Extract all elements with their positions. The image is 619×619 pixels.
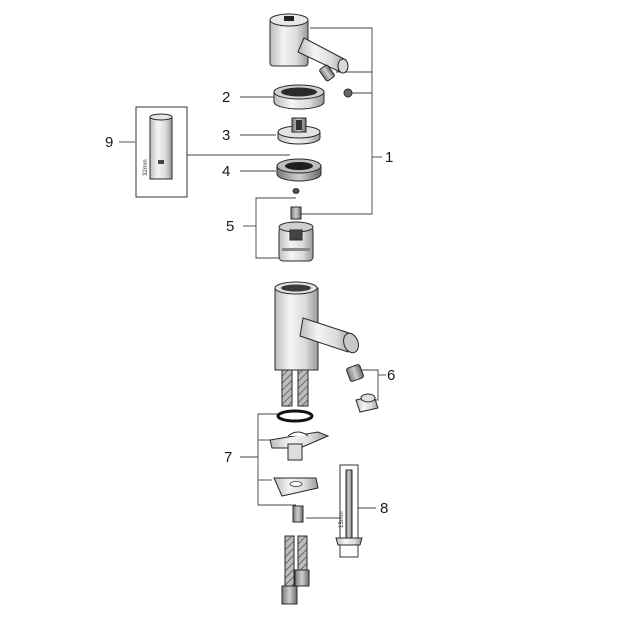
hex-key-box: 13mm: [335, 464, 363, 558]
callout-3: 3: [222, 127, 230, 144]
callout-9: 9: [105, 134, 113, 151]
mounting-kit: [269, 409, 330, 523]
adapter: [277, 117, 321, 145]
cover-ring: [273, 84, 325, 110]
socket-tool-box: 32mm: [135, 106, 188, 198]
callout-numbers: 1 2 3 4 5 6 7 8 9: [105, 89, 395, 517]
callout-8: 8: [380, 500, 388, 517]
hex-key-size-label: 13mm: [339, 511, 345, 528]
lever-handle: [269, 13, 353, 98]
aerator: [346, 364, 379, 413]
socket-size-label: 32mm: [143, 159, 149, 176]
callout-4: 4: [222, 163, 230, 180]
callout-1: 1: [385, 149, 393, 166]
cartridge: [278, 206, 314, 262]
hoses-upper: [281, 369, 309, 407]
nut-ring: [276, 158, 322, 194]
leader-lines: [119, 27, 386, 519]
faucet-body: [274, 281, 359, 371]
callout-2: 2: [222, 89, 230, 106]
callout-5: 5: [226, 218, 234, 235]
hoses-lower: [281, 535, 310, 605]
callout-7: 7: [224, 449, 232, 466]
callout-6: 6: [387, 367, 395, 384]
